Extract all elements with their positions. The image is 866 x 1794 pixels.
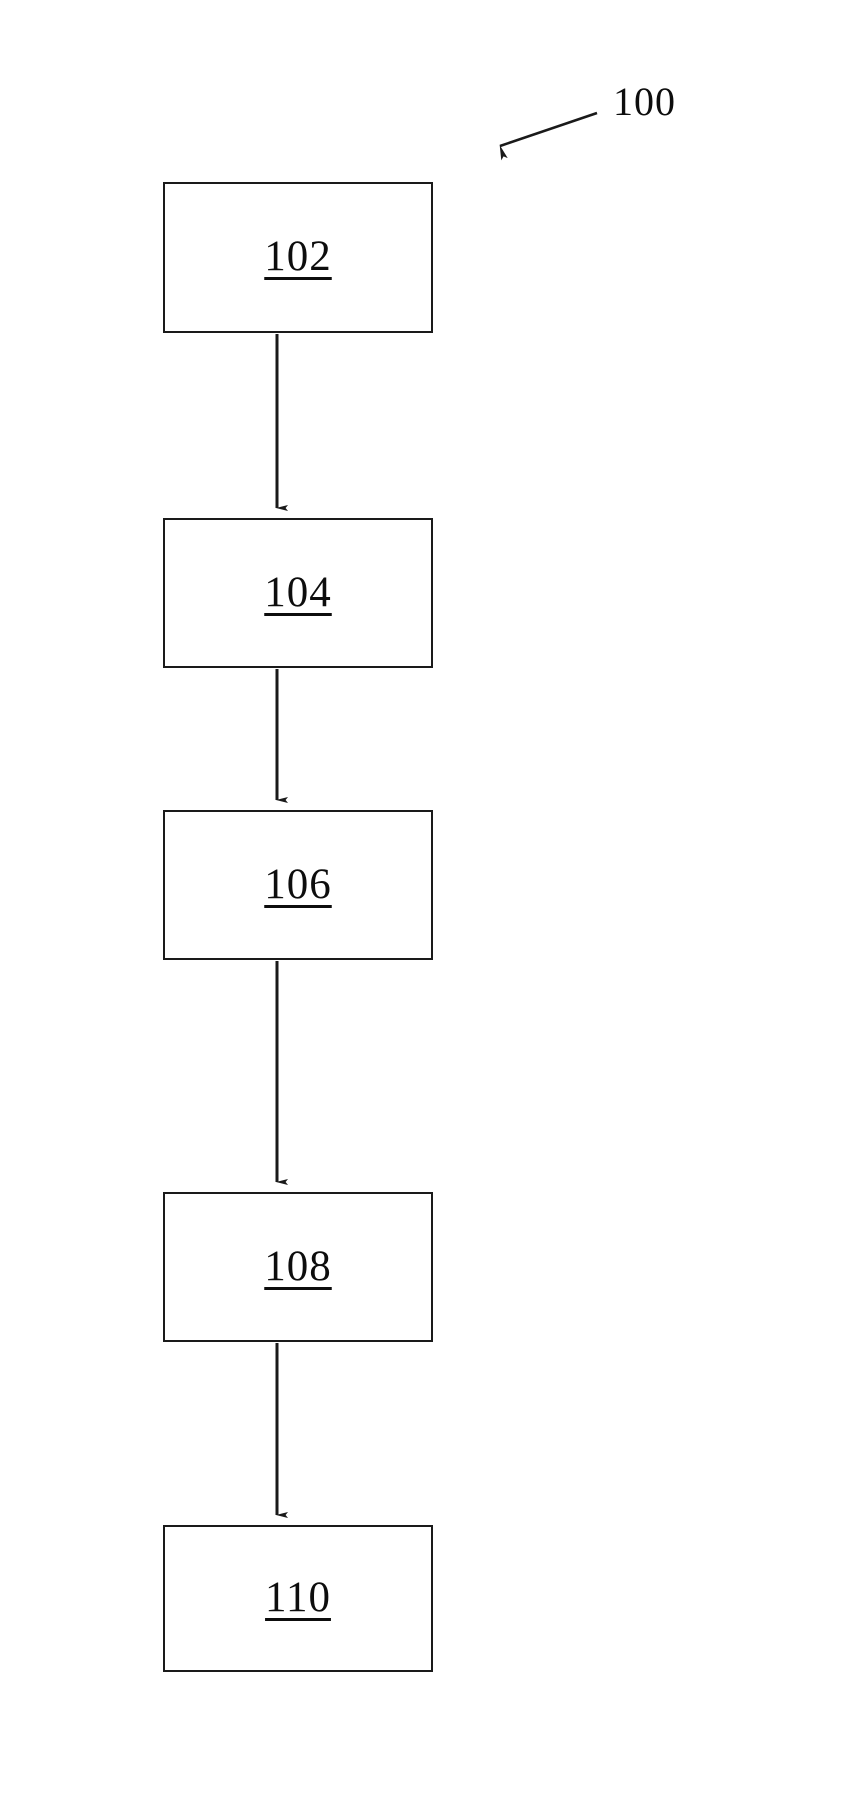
flow-box-label-104: 104 — [264, 568, 332, 616]
flow-box-label-102: 102 — [264, 233, 332, 280]
flow-box-label-108: 108 — [264, 1242, 332, 1290]
flow-box-110[interactable]: 110 — [163, 1525, 433, 1672]
flow-box-102[interactable]: 102 — [163, 182, 433, 333]
flow-box-label-106: 106 — [264, 860, 332, 908]
flow-box-106[interactable]: 106 — [163, 810, 433, 960]
flow-box-104[interactable]: 104 — [163, 518, 433, 668]
flow-box-label-110: 110 — [265, 1574, 331, 1621]
flow-box-108[interactable]: 108 — [163, 1192, 433, 1342]
figure-reference-numeral-100: 100 — [613, 79, 676, 124]
leader-line-group — [499, 111, 598, 161]
leader-line-100 — [499, 111, 598, 161]
